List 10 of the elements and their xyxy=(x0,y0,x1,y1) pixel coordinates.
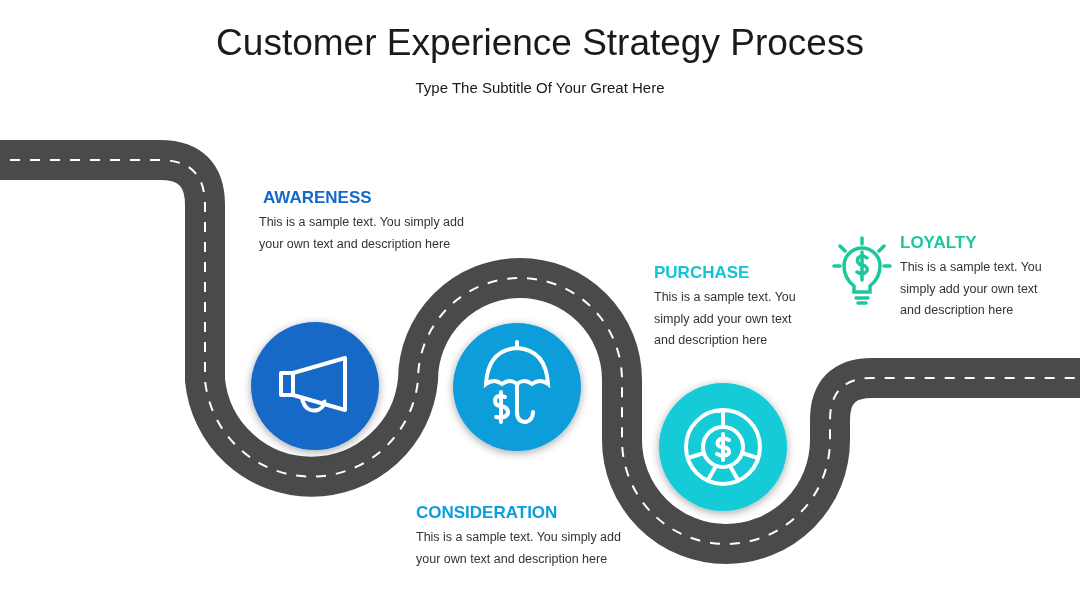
step-heading: PURCHASE xyxy=(654,263,750,283)
step-heading: CONSIDERATION xyxy=(416,503,558,523)
step-description: This is a sample text. You simply add your own text and description here xyxy=(259,214,465,253)
step-description: This is a sample text. You simply add your own text and description here xyxy=(416,529,622,568)
step-heading: AWARENESS xyxy=(263,188,372,208)
subtitle: Type The Subtitle Of Your Great Here xyxy=(414,79,666,96)
step-description: This is a sample text. You simply add your own text and description here xyxy=(654,289,797,349)
step-description: This is a sample text. You simply add your own text and description here xyxy=(900,259,1043,319)
step-heading: LOYALTY xyxy=(900,233,977,253)
title: Customer Experience Strategy Process xyxy=(215,22,865,64)
